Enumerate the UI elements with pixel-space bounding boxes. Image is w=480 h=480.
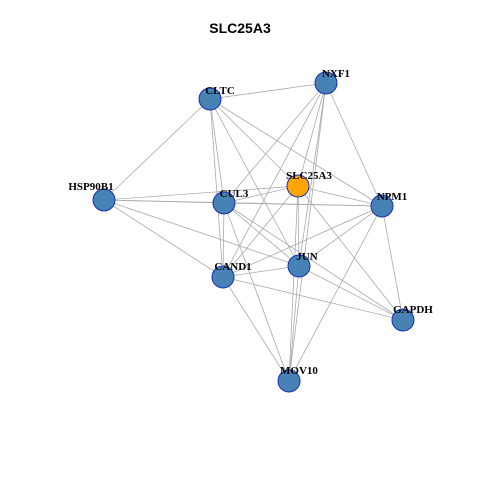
node-label-npm1: NPM1 (377, 191, 408, 203)
edge-cltc-slc25a3 (209, 98, 299, 187)
edge-cul3-cand1 (222, 202, 225, 278)
edge-layer (103, 82, 404, 382)
node-mov10[interactable] (277, 369, 301, 393)
node-hsp90b1[interactable] (92, 188, 116, 212)
edge-npm1-mov10 (288, 205, 383, 382)
edge-npm1-gapdh (381, 205, 404, 321)
node-label-jun: JUN (296, 251, 317, 263)
edge-cul3-npm1 (223, 202, 383, 207)
edge-nxf1-slc25a3 (297, 82, 327, 187)
edge-nxf1-npm1 (325, 82, 383, 207)
node-label-mov10: MOV10 (280, 365, 318, 377)
node-label-slc25a3: SLC25A3 (286, 170, 332, 182)
node-cul3[interactable] (212, 191, 236, 215)
node-slc25a3[interactable] (286, 174, 310, 198)
edge-cltc-jun (209, 98, 300, 267)
node-npm1[interactable] (370, 194, 394, 218)
edge-cul3-gapdh (223, 202, 404, 321)
edge-slc25a3-cul3 (223, 185, 299, 204)
node-layer (92, 71, 415, 393)
edge-cand1-gapdh (222, 276, 404, 321)
graph-title: SLC25A3 (209, 20, 271, 36)
node-label-cul3: CUL3 (220, 188, 249, 200)
edge-npm1-cand1 (222, 205, 383, 278)
edge-slc25a3-mov10 (288, 185, 299, 382)
node-cand1[interactable] (211, 265, 235, 289)
edge-slc25a3-jun (297, 185, 300, 267)
edge-jun-gapdh (298, 265, 404, 321)
edge-cltc-cul3 (209, 98, 225, 204)
edge-cul3-mov10 (223, 202, 290, 382)
edge-cand1-mov10 (222, 276, 290, 382)
edge-cltc-nxf1 (209, 82, 327, 100)
node-label-gapdh: GAPDH (393, 304, 433, 316)
node-nxf1[interactable] (314, 71, 338, 95)
edge-hsp90b1-cand1 (103, 199, 224, 278)
edge-slc25a3-cand1 (222, 185, 299, 278)
edge-cltc-npm1 (209, 98, 383, 207)
edge-nxf1-cul3 (223, 82, 327, 204)
edge-cltc-cand1 (209, 98, 224, 278)
edge-slc25a3-npm1 (297, 185, 383, 207)
edge-hsp90b1-jun (103, 199, 300, 267)
edge-jun-mov10 (288, 265, 300, 382)
node-jun[interactable] (287, 254, 311, 278)
edge-jun-cand1 (222, 265, 300, 278)
edge-npm1-jun (298, 205, 383, 267)
edge-cltc-hsp90b1 (103, 98, 211, 201)
edge-slc25a3-gapdh (297, 185, 404, 321)
node-label-cltc: CLTC (205, 85, 235, 97)
node-cltc[interactable] (198, 87, 222, 111)
edge-nxf1-cand1 (222, 82, 327, 278)
node-label-cand1: CAND1 (214, 261, 251, 273)
edge-nxf1-mov10 (288, 82, 327, 382)
edge-cul3-jun (223, 202, 300, 267)
node-gapdh[interactable] (391, 308, 415, 332)
node-label-hsp90b1: HSP90B1 (68, 181, 113, 193)
node-label-nxf1: NXF1 (322, 68, 350, 80)
edge-nxf1-jun (298, 82, 327, 267)
edge-hsp90b1-slc25a3 (103, 185, 299, 201)
